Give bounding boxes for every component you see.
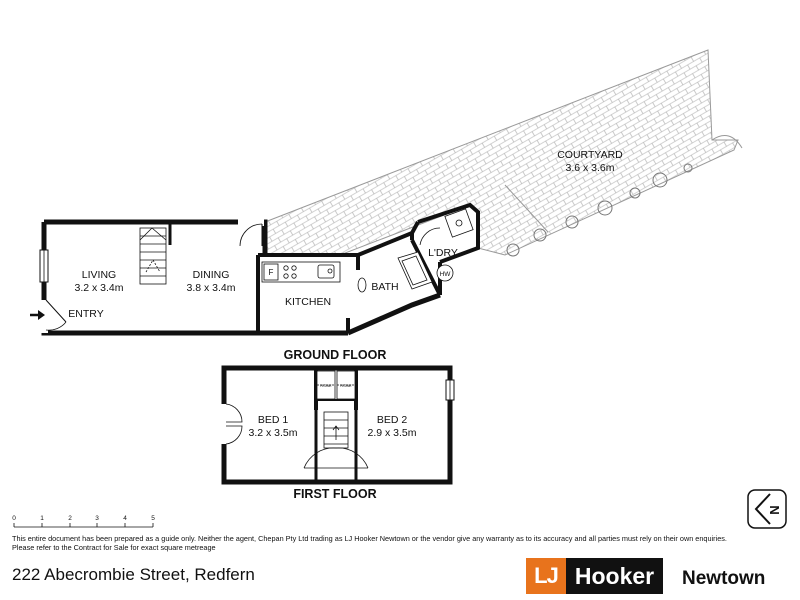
living-name: LIVING <box>82 269 116 281</box>
scale-tick-3: 3 <box>95 515 99 522</box>
disclaimer-line-1: This entire document has been prepared a… <box>12 534 727 543</box>
scale-bar <box>13 523 154 528</box>
first-floor-internal-walls <box>314 368 358 482</box>
courtyard-paving <box>264 49 743 256</box>
lj-hooker-logo: LJ Hooker <box>526 558 663 594</box>
scale-tick-5: 5 <box>151 515 155 522</box>
first-floor-label: FIRST FLOOR <box>293 487 376 501</box>
bed1-french-door[interactable] <box>220 403 243 445</box>
scale-tick-1: 1 <box>40 515 44 522</box>
entry-arrow-icon <box>30 310 45 320</box>
disclaimer-line-2: Please refer to the Contract for Sale fo… <box>12 543 216 552</box>
bed2-window <box>445 379 455 401</box>
dining-size: 3.8 x 3.4m <box>186 282 235 294</box>
scale-tick-2: 2 <box>68 515 72 522</box>
logo-lj-mark: LJ <box>526 558 566 594</box>
dining-name: DINING <box>193 269 230 281</box>
compass-letter: N <box>767 505 782 514</box>
laundry-fixtures <box>419 208 474 282</box>
bed1-size: 3.2 x 3.5m <box>248 427 297 439</box>
robe-label-2: ROBE <box>340 383 352 388</box>
north-compass-icon: N <box>747 489 787 529</box>
scale-tick-0: 0 <box>12 515 16 522</box>
fridge-label: F <box>269 268 274 277</box>
stair-landing-doors[interactable] <box>303 447 369 469</box>
disclaimer: This entire document has been prepared a… <box>12 534 792 552</box>
bath-name: BATH <box>371 281 398 293</box>
laundry-name: L'DRY <box>428 247 458 259</box>
ground-stairs <box>139 227 167 285</box>
bath-fixtures <box>357 251 433 293</box>
office-name: Newtown <box>682 568 766 589</box>
bed2-size: 2.9 x 3.5m <box>367 427 416 439</box>
courtyard-size: 3.6 x 3.6m <box>565 162 614 174</box>
courtyard-name: COURTYARD <box>557 149 623 161</box>
entry-door[interactable] <box>40 299 67 333</box>
robe-label-1: ROBE <box>320 383 332 388</box>
ground-floor-label: GROUND FLOOR <box>284 348 387 362</box>
garden-plants <box>506 163 693 257</box>
scale-tick-4: 4 <box>123 515 127 522</box>
dining-door[interactable] <box>238 219 264 247</box>
entry-name: ENTRY <box>68 308 103 320</box>
living-window <box>39 249 49 283</box>
hot-water-label: HW <box>440 271 452 278</box>
kitchen-fixtures <box>261 261 341 283</box>
first-floor-stairs <box>323 411 349 449</box>
logo-wordmark: Hooker <box>566 558 663 594</box>
floor-plan: ROBE ROBE LIVING 3.2 x 3.4m DINING 3.8 x… <box>12 49 787 529</box>
living-size: 3.2 x 3.4m <box>74 282 123 294</box>
bed1-name: BED 1 <box>258 414 289 426</box>
property-address: 222 Abecrombie Street, Redfern <box>12 565 255 584</box>
bed2-name: BED 2 <box>377 414 408 426</box>
kitchen-name: KITCHEN <box>285 296 331 308</box>
robes <box>316 370 356 400</box>
